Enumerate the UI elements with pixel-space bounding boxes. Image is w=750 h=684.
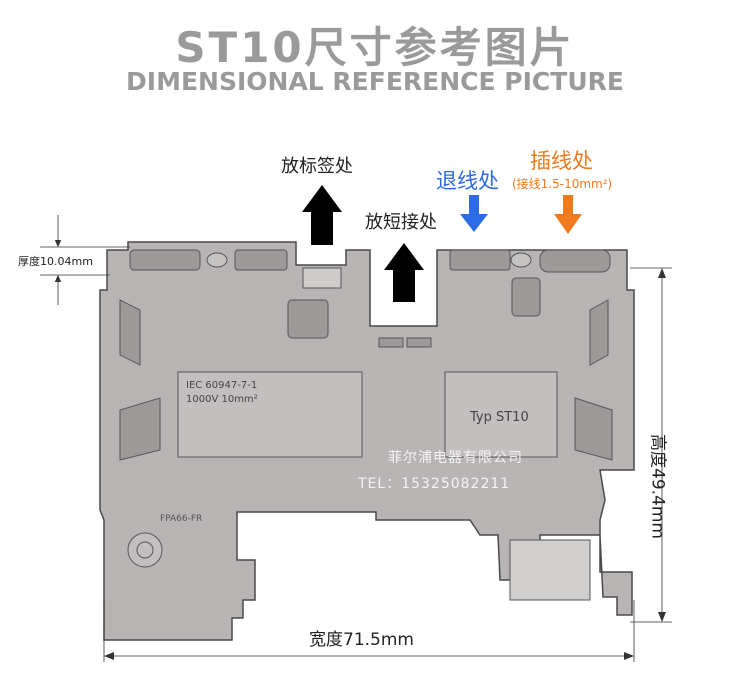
standard-marking: IEC 60947-7-1: [186, 380, 258, 391]
channel-left-lower: [119, 397, 161, 461]
marking-panel-right: [444, 371, 558, 458]
top-hole-right: [510, 252, 532, 268]
insert-area-text: 插线处: [530, 149, 593, 173]
channel-left-upper: [119, 299, 141, 366]
type-marking: Typ ST10: [470, 410, 529, 425]
title-chinese: ST10尺寸参考图片: [175, 23, 575, 72]
bridge-tab-right: [406, 337, 432, 348]
height-dimension-text: 高度49.4mm: [647, 434, 668, 539]
watermark-tel: TEL：15325082211: [358, 476, 511, 492]
marking-panel-left: [177, 371, 363, 458]
date-code-wheel: [127, 532, 163, 568]
mold-code-marking: FPA66-FR: [160, 514, 203, 524]
top-slot-left: [129, 249, 201, 271]
channel-right-lower: [574, 397, 613, 461]
label-area-text: 放标签处: [281, 156, 353, 177]
height-arrowhead-bottom: [658, 612, 666, 622]
height-arrowhead-top: [658, 268, 666, 278]
top-slot-right-a: [449, 249, 511, 271]
date-code-wheel-inner: [136, 541, 154, 559]
label-recess: [302, 267, 342, 289]
bridge-tab-left: [378, 337, 404, 348]
terminal-body: [99, 241, 635, 641]
channel-right-upper: [589, 299, 609, 366]
rating-marking: 1000V 10mm²: [186, 394, 258, 405]
insert-spec-text: (接线1.5-10mm²): [512, 177, 613, 191]
arrow-down-release: [460, 195, 488, 232]
bridge-area-text: 放短接处: [365, 212, 437, 233]
top-hole-left: [206, 252, 228, 268]
top-slot-mid: [234, 249, 288, 271]
foot-window: [509, 539, 591, 601]
width-dimension-text: 宽度71.5mm: [309, 630, 414, 650]
width-arrowhead-right: [624, 652, 634, 660]
window-left-upper: [287, 299, 329, 339]
watermark-company: 菲尔浦电器有限公司: [388, 450, 523, 466]
width-arrowhead-left: [104, 652, 114, 660]
arrow-up-label: [302, 185, 342, 245]
top-slot-right-b: [539, 249, 611, 273]
arrow-down-insert: [554, 195, 582, 234]
arrow-up-bridge: [384, 243, 424, 302]
title-english: DIMENSIONAL REFERENCE PICTURE: [126, 67, 624, 96]
thickness-dimension-text: 厚度10.04mm: [18, 255, 93, 268]
release-area-text: 退线处: [436, 169, 499, 193]
window-right-upper: [511, 277, 541, 317]
